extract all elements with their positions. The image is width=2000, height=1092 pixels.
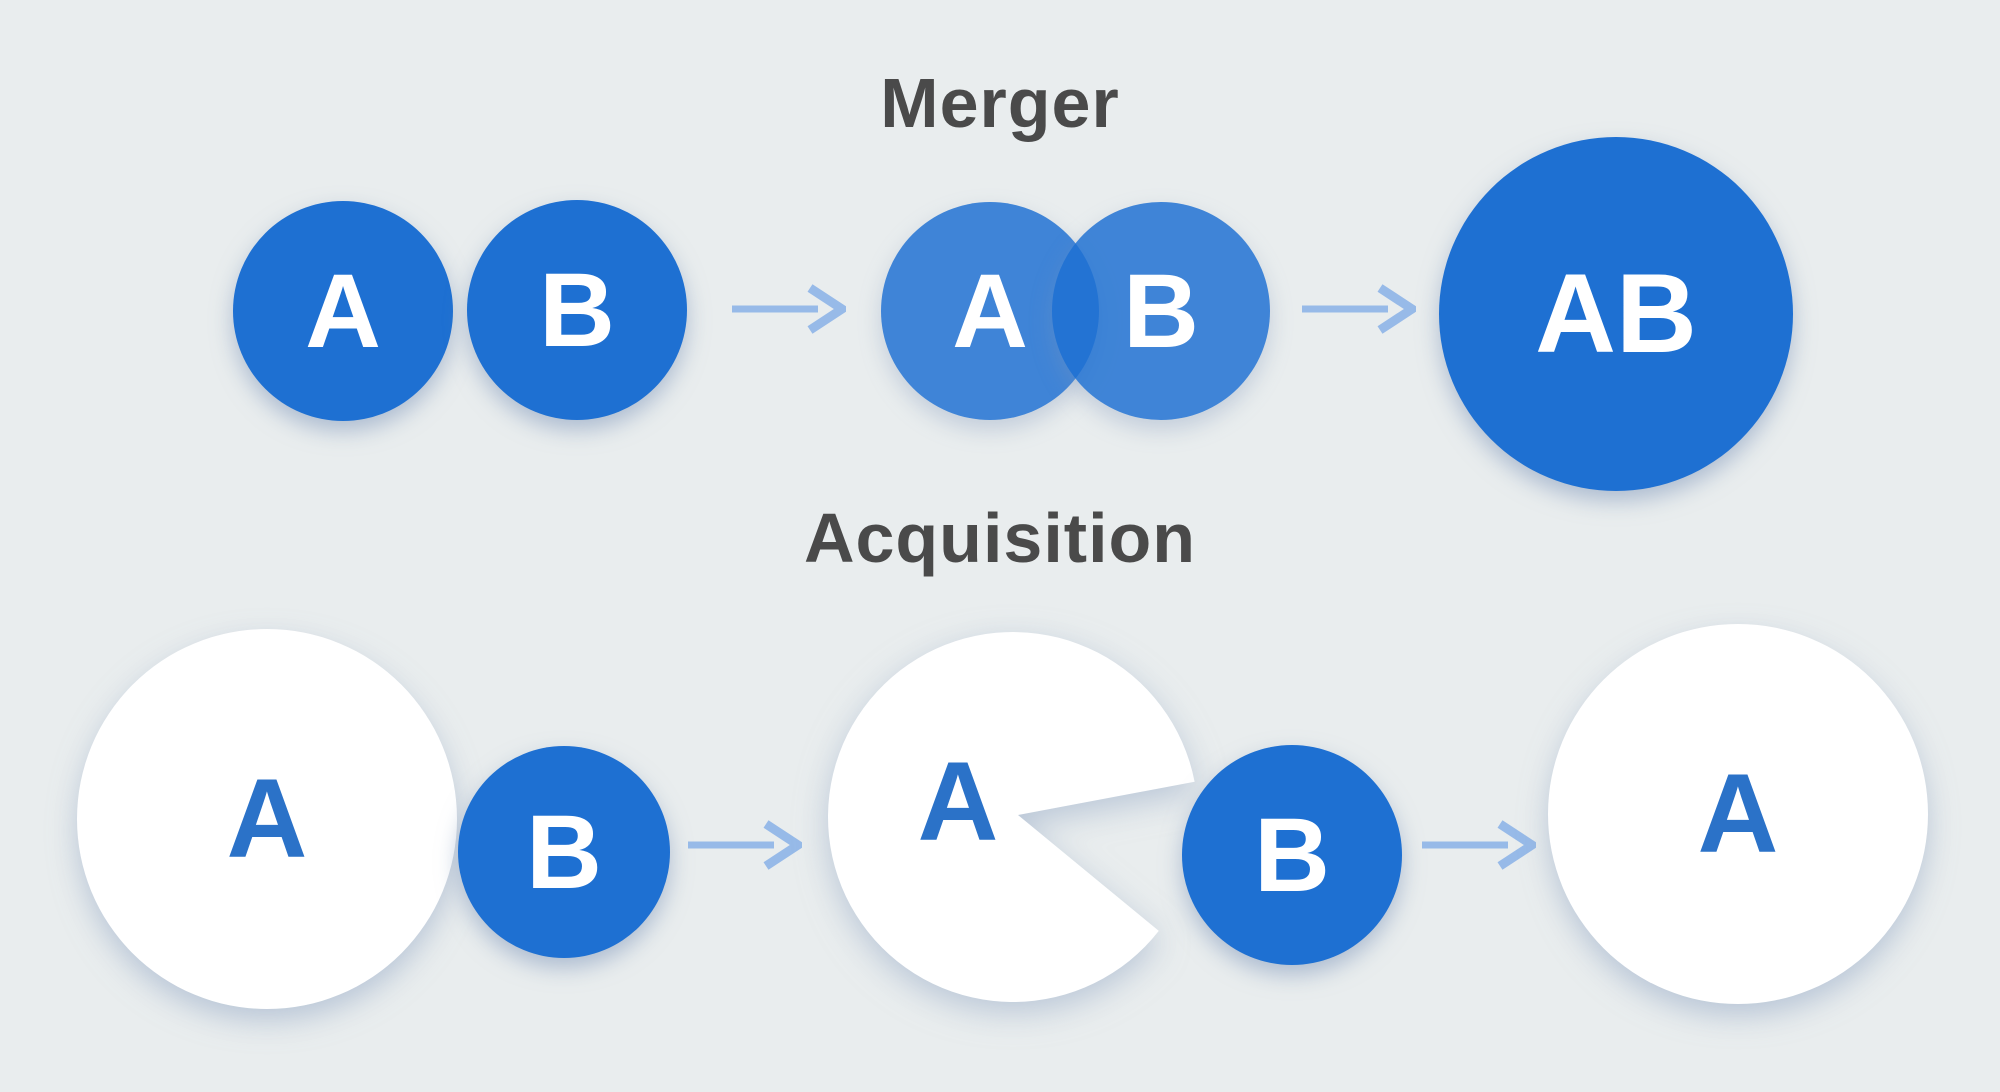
- acquisition-company-a-label: A: [226, 756, 308, 881]
- arrow-right-icon: [688, 820, 802, 870]
- acquisition-acquirer-label: A: [878, 746, 1038, 858]
- merger-result-circle: AB: [1439, 137, 1793, 491]
- acquisition-target-label: B: [1254, 796, 1330, 914]
- arrow-right-icon: [732, 284, 846, 334]
- acquisition-pacman-circle: [828, 632, 1195, 1002]
- merger-overlap-b-label: B: [1123, 252, 1199, 370]
- acquisition-company-b-label: B: [526, 793, 602, 911]
- acquisition-result-label: A: [1697, 751, 1779, 876]
- merger-heading: Merger: [880, 64, 1120, 142]
- arrow-right-icon: [1422, 820, 1536, 870]
- merger-company-b-circle: B: [467, 200, 687, 420]
- acquisition-result-circle: A: [1548, 624, 1928, 1004]
- merger-company-b-label: B: [539, 251, 615, 369]
- merger-company-a-label: A: [305, 252, 381, 370]
- acquisition-acquirer-text: A: [917, 739, 999, 864]
- merger-overlap-a-circle: A: [881, 202, 1099, 420]
- acquisition-target-circle: B: [1182, 745, 1402, 965]
- merger-company-a-circle: A: [233, 201, 453, 421]
- merger-overlap-b-circle: B: [1052, 202, 1270, 420]
- acquisition-company-a-circle: A: [77, 629, 457, 1009]
- merger-result-label: AB: [1535, 251, 1697, 376]
- merger-overlap-a-label: A: [952, 252, 1028, 370]
- acquisition-company-b-circle: B: [458, 746, 670, 958]
- acquisition-heading: Acquisition: [803, 499, 1197, 577]
- arrow-right-icon: [1302, 284, 1416, 334]
